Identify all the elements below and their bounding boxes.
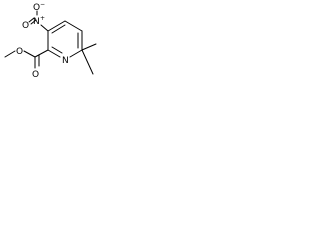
ring-nitrogen-label: N bbox=[62, 56, 69, 66]
nitro-nitrogen-label: N bbox=[33, 17, 40, 27]
methoxy-bond bbox=[4, 50, 16, 58]
nitro-double-bond bbox=[28, 17, 35, 23]
ring-bond bbox=[69, 49, 83, 58]
carbonyl-oxygen-label: O bbox=[32, 70, 39, 80]
ring-bond bbox=[47, 49, 61, 58]
nitro-oxygen-top-charge: − bbox=[40, 1, 45, 8]
nitro-bond bbox=[40, 24, 49, 32]
ring-bond bbox=[51, 24, 66, 34]
ring-bond bbox=[51, 46, 63, 54]
ring-bond bbox=[47, 20, 66, 32]
nitro-oxygen-side-label: O bbox=[22, 21, 29, 31]
nitro-nitrogen-charge: + bbox=[40, 15, 45, 22]
nitro-oxygen-top-label: O bbox=[33, 3, 40, 13]
methyl-bond bbox=[81, 43, 97, 51]
ester-oxygen-label: O bbox=[16, 47, 23, 57]
ring-bond bbox=[64, 20, 83, 32]
methyl-bond bbox=[81, 49, 94, 75]
ester-bond bbox=[34, 49, 49, 58]
ester-oxygen-bond bbox=[23, 50, 36, 58]
nitro-double-bond bbox=[30, 19, 37, 25]
chemical-structure: N + O − O N O O bbox=[4, 1, 97, 80]
